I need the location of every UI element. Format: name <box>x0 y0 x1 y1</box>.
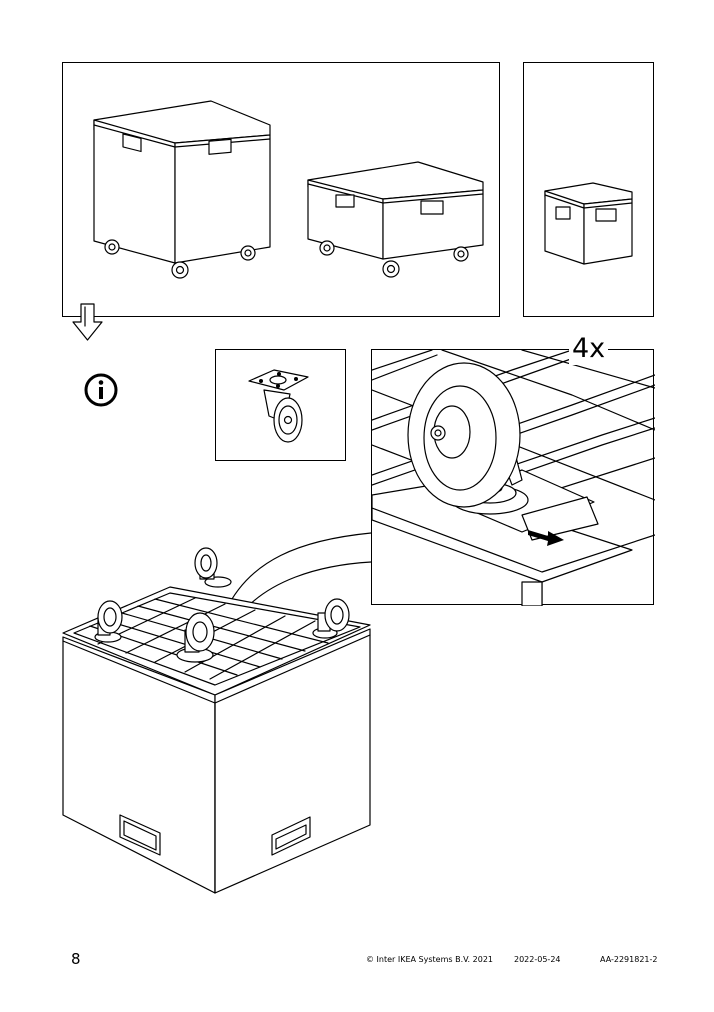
quantity-label: 4x <box>569 333 609 365</box>
document-code: AA-2291821-2 <box>600 955 658 964</box>
castor-wheel-panel <box>215 349 346 461</box>
page-number: 8 <box>71 950 81 968</box>
box-upside-down-with-castors-illustration <box>62 547 371 894</box>
wheeled-boxes-illustration <box>93 100 484 279</box>
boxes-with-wheels-panel <box>62 62 500 317</box>
box-without-wheels-panel <box>523 62 654 317</box>
tall-box-with-wheels <box>93 100 271 279</box>
castor-wheel-illustration <box>248 369 309 443</box>
castor-left <box>94 600 123 643</box>
castor-mount-detail-illustration <box>372 350 655 606</box>
small-box-illustration <box>544 182 633 265</box>
info-icon <box>84 373 118 407</box>
castor-mount-detail-panel: 4x <box>371 333 655 606</box>
castor-right <box>312 598 350 639</box>
arrow-down-icon <box>72 303 103 341</box>
castor-front <box>176 612 215 663</box>
copyright-text: © Inter IKEA Systems B.V. 2021 <box>366 955 493 964</box>
low-box-with-wheels <box>307 161 484 278</box>
publication-date: 2022-05-24 <box>514 955 561 964</box>
castor-back <box>194 547 232 588</box>
